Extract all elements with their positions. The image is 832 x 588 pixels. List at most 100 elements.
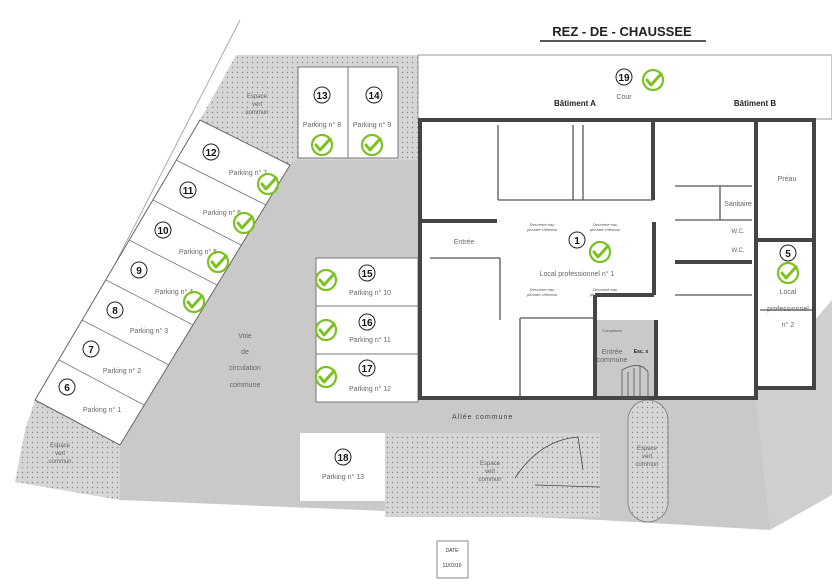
parking-label-9: Parking n° 9	[353, 121, 391, 129]
sketch-line	[514, 436, 584, 479]
lot-number-5: 5	[779, 244, 797, 262]
downpipe-label-1: Descente eau	[530, 222, 555, 227]
date-value: 11/03/10	[442, 563, 461, 569]
downpipe-label-3: Descente eau	[593, 222, 618, 227]
green-space-bottom	[385, 433, 600, 517]
parking-label-1: Parking n° 1	[83, 406, 121, 414]
svg-text:19: 19	[618, 73, 630, 84]
green-space-strip	[627, 399, 669, 523]
downpipe-label-6: pluviale chêneau	[526, 292, 558, 297]
courtyard-label: Cour	[616, 94, 632, 101]
check-icon	[314, 318, 338, 342]
courtyard	[417, 54, 832, 120]
check-icon	[360, 133, 384, 157]
downpipe-label-7: Descente eau	[593, 287, 618, 292]
lot-number-9: 9	[130, 261, 148, 279]
svg-text:commun: commun	[478, 477, 501, 483]
parking-block-bottom	[300, 433, 385, 501]
lot-number-1: 1	[568, 231, 586, 249]
svg-text:17: 17	[361, 364, 373, 375]
svg-text:Espace: Espace	[247, 94, 268, 100]
parking-strip	[34, 119, 291, 446]
svg-text:18: 18	[337, 453, 349, 464]
local-1-label: Local professionnel n° 1	[540, 270, 615, 278]
svg-text:vert: vert	[642, 454, 652, 460]
preau-label: Préau	[778, 176, 797, 183]
parking-label-7: Parking n° 7	[229, 169, 267, 177]
common-alley-label: Allée commune	[452, 414, 513, 421]
lot-number-7: 7	[82, 340, 100, 358]
parking-labels: Parking n° 1 Parking n° 2 Parking n° 3 P…	[83, 121, 391, 481]
svg-text:Espace: Espace	[50, 443, 71, 449]
parking-label-5: Parking n° 5	[179, 248, 217, 256]
entrance-label: Entrée	[454, 239, 475, 246]
parking-label-10: Parking n° 10	[349, 289, 391, 297]
check-icon	[310, 133, 334, 157]
svg-text:commun: commun	[635, 462, 658, 468]
lot-number-18: 18	[334, 448, 352, 466]
svg-text:vert: vert	[55, 451, 65, 457]
svg-text:Espace: Espace	[480, 461, 501, 467]
parking-label-6: Parking n° 6	[203, 209, 241, 217]
check-icon	[314, 365, 338, 389]
check-icons	[182, 68, 800, 389]
check-icon	[314, 268, 338, 292]
svg-text:9: 9	[136, 266, 142, 277]
downpipe-label-4: pluviale chêneau	[589, 227, 621, 232]
svg-text:commun: commun	[245, 110, 268, 116]
check-icon	[776, 261, 800, 285]
check-icon	[588, 240, 612, 264]
plan-title: REZ - DE - CHAUSSEE	[552, 24, 692, 39]
local-2-label-2: professionnel	[767, 306, 809, 313]
svg-text:16: 16	[361, 318, 373, 329]
common-entrance-label-2: commune	[597, 357, 628, 364]
meters-label: Compteurs	[602, 328, 622, 333]
wc-label-2: W.C.	[732, 248, 745, 254]
check-icon	[256, 172, 280, 196]
date-label: DATE	[446, 548, 460, 554]
circulation-area	[120, 160, 770, 530]
parking-label-3: Parking n° 3	[130, 327, 168, 335]
local-2-label-1: Local	[780, 289, 797, 296]
check-icon	[641, 68, 665, 92]
building-a	[418, 118, 758, 400]
stall-dividers	[58, 159, 267, 406]
parking-label-8: Parking n° 8	[303, 121, 341, 129]
svg-text:11: 11	[183, 186, 194, 197]
svg-text:14: 14	[368, 91, 380, 102]
building-b-label: Bâtiment B	[734, 99, 776, 108]
svg-text:13: 13	[316, 91, 328, 102]
svg-text:commun: commun	[48, 459, 71, 465]
building-a-label: Bâtiment A	[554, 99, 596, 108]
lot-number-16: 16	[358, 313, 376, 331]
parking-label-2: Parking n° 2	[103, 367, 141, 375]
svg-text:1: 1	[574, 236, 580, 247]
building-walls	[418, 118, 816, 400]
check-icon	[182, 290, 206, 314]
svg-text:15: 15	[361, 269, 373, 280]
common-entrance-label-1: Entrée	[602, 349, 623, 356]
lot-number-6: 6	[58, 378, 76, 396]
svg-text:8: 8	[112, 306, 118, 317]
svg-text:12: 12	[205, 148, 217, 159]
svg-text:6: 6	[64, 383, 70, 394]
common-entrance	[595, 320, 655, 400]
date-box	[436, 540, 469, 579]
green-space-left	[15, 400, 120, 500]
road-label-3: circulation	[229, 365, 261, 372]
sketch-arrow	[534, 484, 601, 488]
svg-text:7: 7	[88, 345, 94, 356]
lot-number-19: 19	[615, 68, 633, 86]
road-label-4: commune	[230, 382, 261, 389]
parking-label-12: Parking n° 12	[349, 385, 391, 393]
svg-text:Espace: Espace	[637, 446, 658, 452]
road-label-2: de	[241, 349, 249, 356]
lot-number-15: 15	[358, 264, 376, 282]
road-label-1: Voie	[238, 333, 252, 340]
lot-number-17: 17	[358, 359, 376, 377]
local-2-label-3: n° 2	[782, 321, 795, 329]
downpipe-label-8: pluviale chêneau	[589, 292, 621, 297]
svg-text:5: 5	[785, 249, 791, 260]
lot-number-13: 13	[313, 86, 331, 104]
